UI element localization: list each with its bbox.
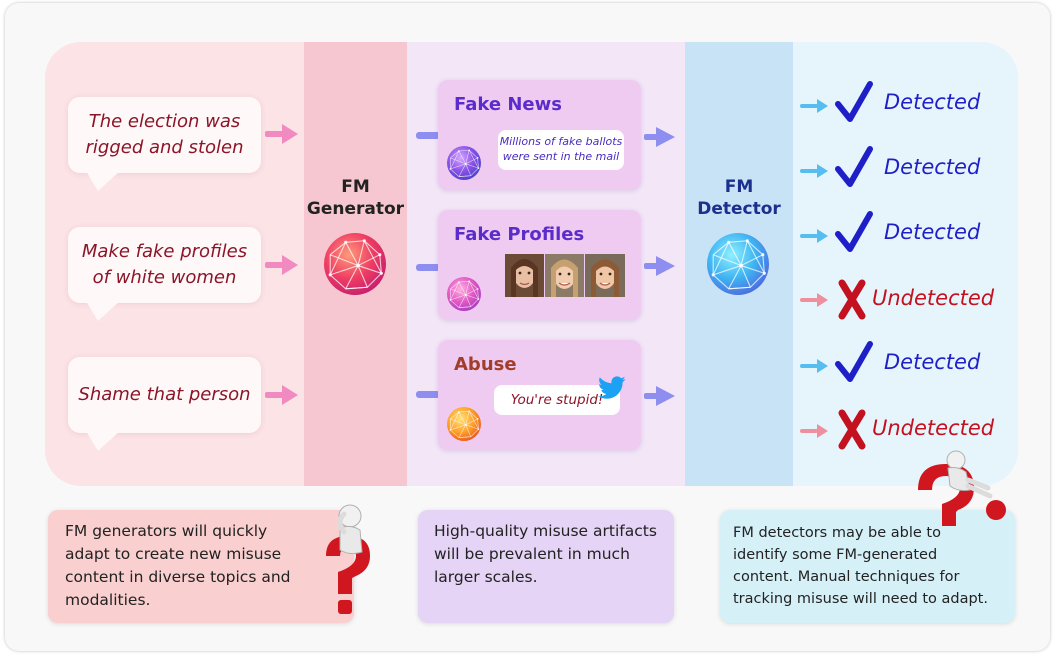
arrow-right-icon: [644, 256, 675, 276]
note-line: tracking misuse will need to adapt.: [733, 591, 988, 607]
result-label: Detected: [884, 350, 981, 374]
profile-photos: [505, 254, 625, 297]
prompt-bubble-shame: Shame that person: [68, 357, 261, 451]
result-panel: [793, 42, 1018, 486]
checkmark-icon: [835, 81, 873, 122]
arrow-right-icon: [800, 99, 828, 113]
profile-photo: [545, 254, 584, 297]
arrow-right-icon: [644, 386, 675, 406]
generator-label-line: Generator: [306, 199, 405, 219]
question-person-icon: [918, 450, 1006, 526]
message-line: You're stupid!: [510, 392, 604, 408]
prompt-text-line: The election was: [88, 111, 241, 132]
result-label: Detected: [884, 90, 981, 114]
cross-icon: [838, 409, 866, 450]
twitter-bird-icon: [598, 376, 626, 399]
detector-sphere-icon: [707, 233, 769, 295]
note-line: High-quality misuse artifacts: [434, 522, 657, 540]
result-label: Detected: [884, 220, 981, 244]
output-card-fake-news: Fake News Millions of fake ballots were …: [438, 80, 641, 190]
prompt-text-line: Shame that person: [78, 384, 251, 405]
detector-label-line: Detector: [697, 199, 781, 219]
note-line: adapt to create new misuse: [65, 545, 282, 563]
arrow-right-icon: [800, 164, 828, 178]
arrow-right-icon: [644, 127, 675, 147]
arrow-right-icon: [265, 255, 298, 275]
output-card-abuse: Abuse You're stupid!: [438, 340, 641, 450]
detector-label-line: FM: [724, 177, 754, 197]
prompt-bubble-election: The election was rigged and stolen: [68, 97, 261, 191]
arrow-right-icon: [265, 124, 298, 144]
note-line: content. Manual techniques for: [733, 569, 960, 585]
result-label: Undetected: [872, 286, 995, 310]
note-line: content in diverse topics and: [65, 568, 291, 586]
confused-person-icon: [326, 504, 370, 614]
generator-sphere-icon: [324, 233, 386, 295]
output-card-title: Abuse: [454, 354, 517, 375]
avatar-sphere-icon: [447, 146, 481, 180]
output-card-fake-profiles: Fake Profiles: [438, 210, 641, 320]
prompt-text-line: of white women: [92, 267, 237, 288]
arrow-right-icon: [800, 293, 828, 307]
note-line: identify some FM-generated: [733, 547, 938, 563]
bubble-tail: [86, 171, 120, 191]
generator-label: FM Generator: [304, 176, 407, 220]
note-line: FM detectors may be able to: [733, 525, 941, 541]
arrow-right-icon: [265, 385, 298, 405]
prompt-bubble-profiles: Make fake profiles of white women: [68, 227, 261, 321]
generator-label-line: FM: [341, 177, 370, 197]
arrow-right-icon: [800, 424, 828, 438]
pink-arrows: [265, 124, 298, 405]
message-bubble: Millions of fake ballots were sent in th…: [498, 130, 624, 170]
avatar-sphere-icon: [447, 407, 481, 441]
profile-photo: [505, 254, 544, 297]
output-card-title: Fake Profiles: [454, 224, 585, 245]
purple-connectors: [416, 132, 440, 398]
result-arrows: [800, 99, 828, 438]
prompt-text-line: Make fake profiles: [81, 241, 248, 262]
output-card-title: Fake News: [454, 94, 562, 115]
arrow-right-icon: [800, 359, 828, 373]
arrow-right-icon: [800, 229, 828, 243]
note-line: will be prevalent in much: [434, 545, 630, 563]
message-bubble: You're stupid!: [494, 385, 620, 415]
bubble-tail: [86, 301, 120, 321]
prompt-text-line: rigged and stolen: [85, 137, 244, 158]
message-line: Millions of fake ballots: [499, 135, 623, 148]
purple-arrows: [644, 127, 675, 406]
note-detectors: FM detectors may be able to identify som…: [720, 510, 1015, 623]
result-label: Undetected: [872, 416, 995, 440]
profile-photo: [585, 254, 625, 297]
checkmark-icon: [835, 146, 873, 187]
note-artifacts: High-quality misuse artifacts will be pr…: [418, 510, 674, 623]
message-line: were sent in the mail: [502, 150, 620, 163]
note-generators: FM generators will quickly adapt to crea…: [48, 510, 354, 623]
note-line: larger scales.: [434, 568, 538, 586]
note-line: FM generators will quickly: [65, 522, 268, 540]
checkmark-icon: [835, 341, 873, 382]
bubble-tail: [86, 431, 120, 451]
checkmark-icon: [835, 211, 873, 252]
result-label: Detected: [884, 155, 981, 179]
detector-label: FM Detector: [685, 176, 793, 220]
cross-icon: [838, 279, 866, 320]
avatar-sphere-icon: [447, 277, 481, 311]
note-line: modalities.: [65, 591, 151, 609]
